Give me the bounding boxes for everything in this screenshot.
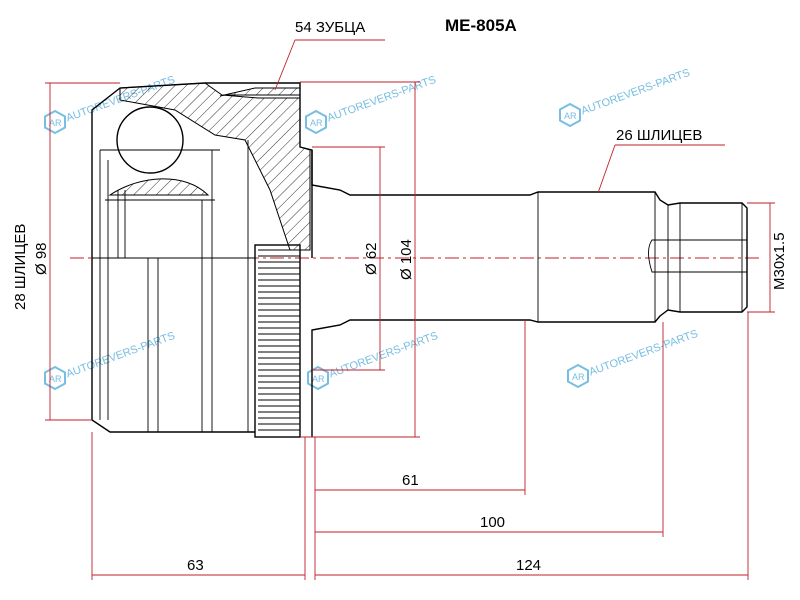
watermarks: AUTOREVERS-PARTS AUTOREVERS-PARTS AUTORE… xyxy=(44,67,700,390)
shaft xyxy=(311,150,748,437)
dimension-lines xyxy=(45,39,775,580)
svg-text:AUTOREVERS-PARTS: AUTOREVERS-PARTS xyxy=(326,74,438,125)
dim-61: 61 xyxy=(402,472,419,489)
inner-splines-label: 28 ШЛИЦЕВ xyxy=(12,224,29,310)
outer-splines-label: 26 ШЛИЦЕВ xyxy=(616,127,702,144)
dia-outer-label: Ø 98 xyxy=(33,242,50,275)
part-number: ME-805A xyxy=(445,16,517,35)
thread-label: M30x1.5 xyxy=(771,232,788,290)
dim-63: 63 xyxy=(187,557,204,574)
teeth-label: 54 ЗУБЦА xyxy=(295,19,365,36)
dia-seal-label: Ø 62 xyxy=(363,242,380,275)
svg-text:AUTOREVERS-PARTS: AUTOREVERS-PARTS xyxy=(65,330,177,381)
dia-abs-label: Ø 104 xyxy=(398,239,415,280)
svg-text:AUTOREVERS-PARTS: AUTOREVERS-PARTS xyxy=(580,67,692,118)
svg-text:AUTOREVERS-PARTS: AUTOREVERS-PARTS xyxy=(328,330,440,381)
svg-text:AUTOREVERS-PARTS: AUTOREVERS-PARTS xyxy=(588,328,700,379)
dim-100: 100 xyxy=(480,514,505,531)
outer-housing xyxy=(91,82,313,433)
abs-ring xyxy=(254,244,301,438)
dim-124: 124 xyxy=(516,557,541,574)
